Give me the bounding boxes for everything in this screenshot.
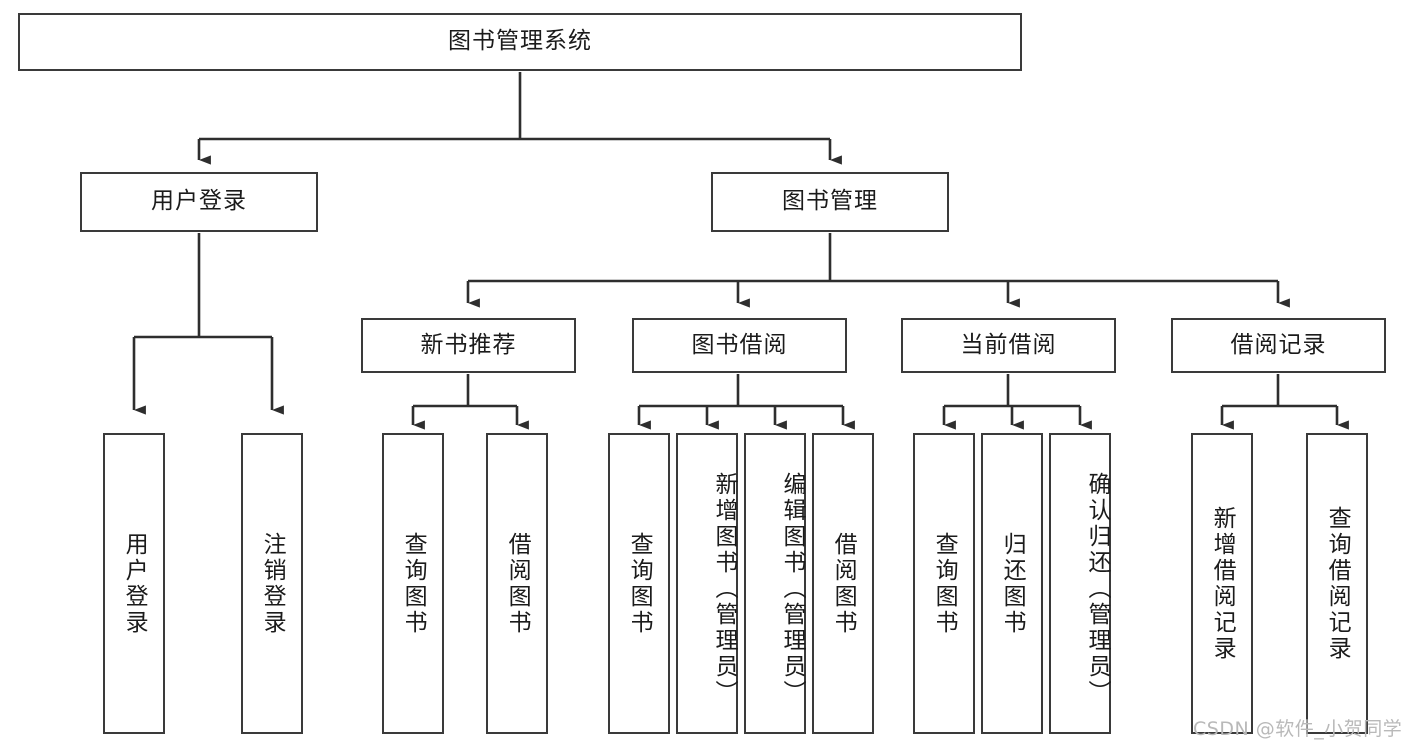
leaf-query-book-3-label: 查询图书 <box>931 531 958 636</box>
leaf-borrow-book-1-label: 借阅图书 <box>504 531 531 636</box>
leaf-add-record-label: 新增借阅记录 <box>1209 505 1236 662</box>
node-borrow-record-label: 借阅记录 <box>1230 331 1327 358</box>
leaf-query-book-2-label: 查询图书 <box>626 531 653 636</box>
node-new-book-recommend[interactable]: 新书推荐 <box>361 318 576 373</box>
node-new-book-recommend-label: 新书推荐 <box>420 331 517 358</box>
leaf-query-book-1-label: 查询图书 <box>400 531 427 636</box>
node-book-management-label: 图书管理 <box>782 188 878 215</box>
node-current-borrow[interactable]: 当前借阅 <box>901 318 1116 373</box>
leaf-query-record-label: 查询借阅记录 <box>1324 505 1351 662</box>
leaf-edit-book-label: 编辑图书（管理员） <box>779 471 805 706</box>
leaf-confirm-return[interactable]: 确认归还（管理员） <box>1049 433 1111 734</box>
leaf-logout-login[interactable]: 注销登录 <box>241 433 303 734</box>
leaf-borrow-book-1[interactable]: 借阅图书 <box>486 433 548 734</box>
node-user-login[interactable]: 用户登录 <box>80 172 318 232</box>
node-root-label: 图书管理系统 <box>448 28 592 55</box>
node-current-borrow-label: 当前借阅 <box>960 331 1057 358</box>
leaf-query-book-2[interactable]: 查询图书 <box>608 433 670 734</box>
node-book-management[interactable]: 图书管理 <box>711 172 949 232</box>
leaf-user-login[interactable]: 用户登录 <box>103 433 165 734</box>
leaf-borrow-book-2[interactable]: 借阅图书 <box>812 433 874 734</box>
leaf-confirm-return-label: 确认归还（管理员） <box>1084 471 1110 706</box>
leaf-add-record[interactable]: 新增借阅记录 <box>1191 433 1253 734</box>
node-user-login-label: 用户登录 <box>151 188 247 215</box>
node-book-borrow[interactable]: 图书借阅 <box>632 318 847 373</box>
leaf-edit-book[interactable]: 编辑图书（管理员） <box>744 433 806 734</box>
leaf-query-book-1[interactable]: 查询图书 <box>382 433 444 734</box>
node-book-borrow-label: 图书借阅 <box>691 331 788 358</box>
leaf-user-login-label: 用户登录 <box>121 531 148 636</box>
node-borrow-record[interactable]: 借阅记录 <box>1171 318 1386 373</box>
leaf-add-book-label: 新增图书（管理员） <box>711 471 737 706</box>
leaf-query-record[interactable]: 查询借阅记录 <box>1306 433 1368 734</box>
watermark-text: CSDN @软件_小贺同学 <box>1193 718 1403 740</box>
leaf-return-book-label: 归还图书 <box>999 531 1026 636</box>
node-root[interactable]: 图书管理系统 <box>18 13 1022 71</box>
leaf-borrow-book-2-label: 借阅图书 <box>830 531 857 636</box>
leaf-add-book[interactable]: 新增图书（管理员） <box>676 433 738 734</box>
leaf-query-book-3[interactable]: 查询图书 <box>913 433 975 734</box>
leaf-logout-login-label: 注销登录 <box>259 531 286 636</box>
leaf-return-book[interactable]: 归还图书 <box>981 433 1043 734</box>
watermark: CSDN @软件_小贺同学 <box>1193 714 1402 741</box>
